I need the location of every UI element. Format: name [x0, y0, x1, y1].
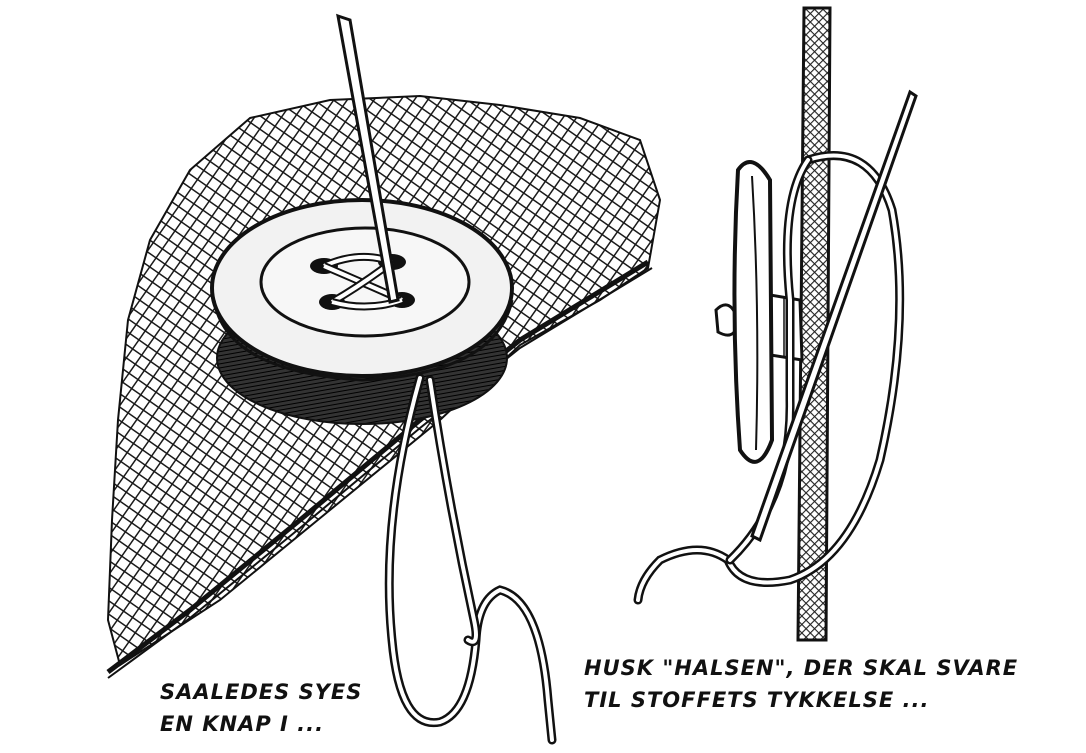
thread-left — [384, 373, 557, 745]
caption-right-line2: TIL STOFFETS TYKKELSE ... — [584, 688, 930, 712]
caption-left-line1: SAALEDES SYES — [160, 680, 363, 704]
fabric-cross-section — [796, 6, 832, 642]
caption-thread-shank: HUSK "HALSEN", DER SKAL SVARE TIL STOFFE… — [584, 652, 1018, 716]
caption-left-line2: EN KNAP I ... — [160, 712, 325, 736]
caption-right-line1: HUSK "HALSEN", DER SKAL SVARE — [584, 656, 1019, 680]
button-side-view — [732, 160, 775, 464]
needle-right — [750, 89, 918, 543]
needle-left — [336, 13, 400, 304]
button-on-fabric — [210, 198, 514, 425]
caption-sewing-button: SAALEDES SYES EN KNAP I ... — [160, 676, 362, 740]
